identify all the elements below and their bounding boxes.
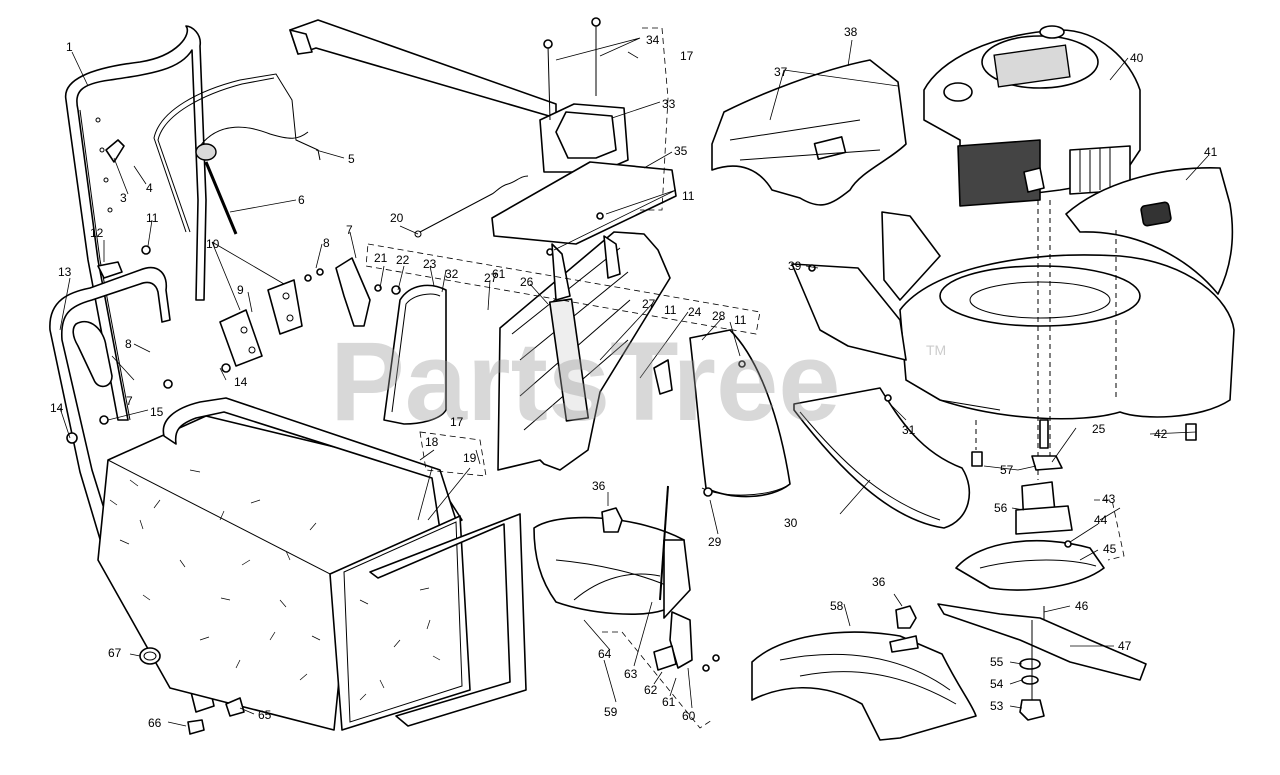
- callout: 21: [374, 251, 388, 265]
- callout: 54: [990, 677, 1004, 691]
- watermark: PartsTree: [330, 319, 841, 444]
- callout: 28: [712, 309, 726, 323]
- lower-handle-frame: [64, 25, 207, 421]
- callout: 44: [1094, 513, 1108, 527]
- callout: 19: [463, 451, 477, 465]
- callout: 30: [784, 516, 798, 530]
- callout: 36: [872, 575, 886, 589]
- callout: 67: [108, 646, 122, 660]
- callout: 11: [146, 211, 159, 225]
- callout: 13: [58, 265, 72, 279]
- discharge-cover: [751, 631, 977, 741]
- callout: 42: [1154, 427, 1168, 441]
- callout: 17: [450, 415, 464, 429]
- handle-grip: [72, 261, 123, 388]
- knobs: [601, 507, 917, 629]
- spring: [414, 175, 529, 238]
- engine: [923, 25, 1141, 207]
- mower-deck: [791, 211, 1235, 420]
- mulch-plug: [793, 387, 970, 529]
- callout: 4: [146, 181, 153, 195]
- callout: 58: [830, 599, 844, 613]
- callout: 61: [662, 695, 676, 709]
- deflector-frame: [497, 231, 671, 471]
- callout: 33: [662, 97, 676, 111]
- rear-cover: [1065, 167, 1234, 295]
- callout: 20: [390, 211, 404, 225]
- callout: 31: [902, 423, 916, 437]
- engine-cover: [711, 59, 907, 206]
- callout: 27: [642, 297, 656, 311]
- callout: 64: [598, 647, 612, 661]
- callout: 47: [1118, 639, 1132, 653]
- leader-lines: [59, 37, 1209, 727]
- callout: 53: [990, 699, 1004, 713]
- callout: 8: [323, 236, 330, 250]
- grass-bag: [97, 397, 527, 731]
- callout: 62: [644, 683, 658, 697]
- callout: 55: [990, 655, 1004, 669]
- callout: 36: [592, 479, 606, 493]
- control-bail: [153, 73, 321, 235]
- callout: 22: [396, 253, 410, 267]
- callout: 18: [425, 435, 439, 449]
- callout: 27: [484, 271, 498, 285]
- callout: 10: [206, 237, 220, 251]
- callout: 34: [646, 33, 660, 47]
- callout: 35: [674, 144, 688, 158]
- callout: 40: [1130, 51, 1144, 65]
- callout: 65: [258, 708, 272, 722]
- blade-assembly: [937, 200, 1147, 721]
- callout: 25: [1092, 422, 1106, 436]
- callout: 32: [445, 267, 459, 281]
- callout: 9: [237, 283, 244, 297]
- callout: 26: [520, 275, 534, 289]
- side-discharge-chute: [533, 516, 691, 619]
- callout: 6: [298, 193, 305, 207]
- callout-labels: 1 3 4 5 6 7 7 8 8 9 10 11 11 11 11 12 13…: [50, 25, 1218, 730]
- rear-door: [374, 284, 447, 425]
- callout: 45: [1103, 542, 1117, 556]
- callout: 59: [604, 705, 618, 719]
- callout: 57: [1000, 463, 1014, 477]
- callout: 38: [844, 25, 858, 39]
- callout: 14: [50, 401, 64, 415]
- callout: 41: [1204, 145, 1218, 159]
- callout: 7: [346, 223, 353, 237]
- callout: 12: [90, 226, 104, 240]
- callout: 17: [680, 49, 694, 63]
- callout: 29: [708, 535, 722, 549]
- upper-handle: [289, 17, 677, 256]
- callout: 11: [682, 189, 695, 203]
- callout: 61: [492, 267, 506, 281]
- callout: 56: [994, 501, 1008, 515]
- callout: 5: [348, 152, 355, 166]
- callout: 24: [688, 305, 702, 319]
- chute-tube: [653, 329, 791, 498]
- callout: 1: [66, 40, 73, 54]
- handle-brackets: [66, 139, 371, 444]
- deck-bolts: [971, 230, 1197, 471]
- callout: 43: [1102, 492, 1116, 506]
- callout: 60: [682, 709, 696, 723]
- callout: 37: [774, 65, 788, 79]
- callout: 8: [125, 337, 132, 351]
- callout: 23: [423, 257, 437, 271]
- latch-assembly: [653, 485, 720, 672]
- callout: 11: [734, 313, 747, 327]
- callout: 39: [788, 259, 802, 273]
- callout: 15: [150, 405, 164, 419]
- callout: 7: [126, 394, 133, 408]
- callout: 11: [664, 303, 677, 317]
- callout: 63: [624, 667, 638, 681]
- callout: 14: [234, 375, 248, 389]
- callout: 46: [1075, 599, 1089, 613]
- callout: 66: [148, 716, 162, 730]
- watermark-tm: TM: [926, 342, 946, 358]
- hardware: [139, 647, 245, 735]
- callout: 3: [120, 191, 127, 205]
